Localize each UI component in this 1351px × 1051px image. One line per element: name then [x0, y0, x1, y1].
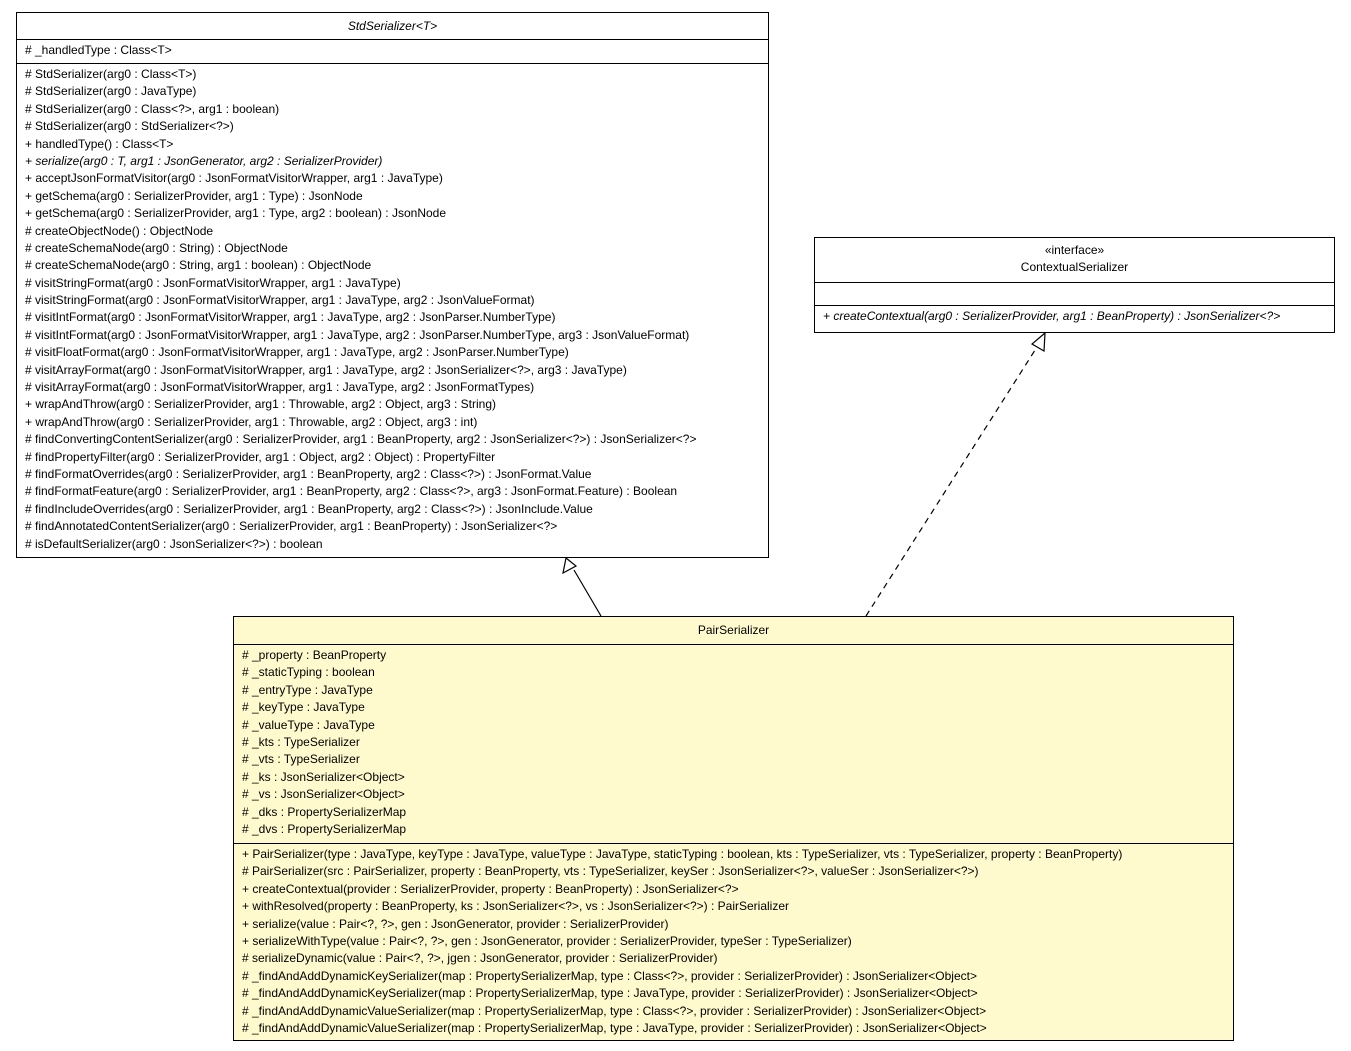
method-row: + handledType() : Class<T>	[25, 136, 174, 151]
field-row: # _ks : JsonSerializer<Object>	[242, 769, 405, 784]
method-row: # findFormatFeature(arg0 : SerializerPro…	[25, 484, 678, 499]
class-name: ContextualSerializer	[1020, 260, 1129, 274]
method-row: + acceptJsonFormatVisitor(arg0 : JsonFor…	[25, 171, 443, 186]
method-row: # createSchemaNode(arg0 : String, arg1 :…	[25, 258, 372, 273]
method-row: + getSchema(arg0 : SerializerProvider, a…	[25, 188, 363, 203]
stereotype-label: «interface»	[1044, 243, 1105, 257]
method-row: + wrapAndThrow(arg0 : SerializerProvider…	[25, 414, 478, 429]
method-row: # _findAndAddDynamicValueSerializer(map …	[242, 1003, 987, 1018]
generalization-edge	[573, 569, 602, 617]
method-row: + serializeWithType(value : Pair<?, ?>, …	[242, 933, 852, 948]
method-row: + createContextual(provider : Serializer…	[242, 881, 739, 896]
realization-edge	[865, 346, 1038, 617]
method-row: # StdSerializer(arg0 : StdSerializer<?>)	[25, 119, 234, 134]
method-row: # visitIntFormat(arg0 : JsonFormatVisito…	[25, 327, 690, 342]
fields-section: # _handledType : Class<T>	[17, 40, 768, 64]
method-row: + withResolved(property : BeanProperty, …	[242, 899, 790, 914]
method-row: + createContextual(arg0 : SerializerProv…	[823, 309, 1281, 323]
field-row: # _dks : PropertySerializerMap	[242, 804, 407, 819]
field-row: # _dvs : PropertySerializerMap	[242, 821, 407, 836]
method-row: # visitFloatFormat(arg0 : JsonFormatVisi…	[25, 345, 569, 360]
method-row: # _findAndAddDynamicKeySerializer(map : …	[242, 986, 978, 1001]
generalization-arrowhead	[562, 556, 578, 575]
field-row: # _property : BeanProperty	[242, 648, 387, 662]
method-row: + serialize(arg0 : T, arg1 : JsonGenerat…	[25, 153, 383, 168]
method-row: # findPropertyFilter(arg0 : SerializerPr…	[25, 449, 496, 464]
method-row: # findAnnotatedContentSerializer(arg0 : …	[25, 519, 558, 534]
method-row: # findFormatOverrides(arg0 : SerializerP…	[25, 466, 592, 481]
method-row: # visitArrayFormat(arg0 : JsonFormatVisi…	[25, 362, 627, 377]
realization-arrowhead	[1030, 331, 1046, 353]
method-row: # _findAndAddDynamicValueSerializer(map …	[242, 1020, 987, 1035]
methods-section: + PairSerializer(type : JavaType, keyTyp…	[234, 844, 1233, 1040]
fields-section: # _property : BeanProperty # _staticTypin…	[234, 645, 1233, 844]
method-row: # StdSerializer(arg0 : JavaType)	[25, 84, 197, 99]
method-row: # visitStringFormat(arg0 : JsonFormatVis…	[25, 293, 535, 308]
method-row: # _findAndAddDynamicKeySerializer(map : …	[242, 968, 977, 983]
method-row: # isDefaultSerializer(arg0 : JsonSeriali…	[25, 536, 323, 551]
std-serializer-class[interactable]: StdSerializer<T> # _handledType : Class<…	[16, 12, 769, 558]
method-row: + serialize(value : Pair<?, ?>, gen : Js…	[242, 916, 669, 931]
class-name: StdSerializer<T>	[17, 13, 768, 40]
field-row: # _vs : JsonSerializer<Object>	[242, 787, 405, 802]
method-row: # visitIntFormat(arg0 : JsonFormatVisito…	[25, 310, 556, 325]
method-row: # visitStringFormat(arg0 : JsonFormatVis…	[25, 275, 401, 290]
field-row: # _kts : TypeSerializer	[242, 734, 360, 749]
method-row: # createSchemaNode(arg0 : String) : Obje…	[25, 240, 288, 255]
method-row: + getSchema(arg0 : SerializerProvider, a…	[25, 206, 447, 221]
field-row: # _vts : TypeSerializer	[242, 752, 360, 767]
interface-header: «interface» ContextualSerializer	[815, 238, 1334, 283]
field-row: # _valueType : JavaType	[242, 717, 375, 732]
method-row: + PairSerializer(type : JavaType, keyTyp…	[242, 847, 1123, 861]
method-row: # findIncludeOverrides(arg0 : Serializer…	[25, 501, 593, 516]
pair-serializer-class[interactable]: PairSerializer # _property : BeanPropert…	[233, 616, 1234, 1041]
method-row: # StdSerializer(arg0 : Class<?>, arg1 : …	[25, 101, 280, 116]
method-row: # serializeDynamic(value : Pair<?, ?>, j…	[242, 951, 718, 966]
field-row: # _entryType : JavaType	[242, 682, 373, 697]
method-row: # visitArrayFormat(arg0 : JsonFormatVisi…	[25, 380, 535, 395]
field-row: # _staticTyping : boolean	[242, 665, 375, 680]
method-row: # findConvertingContentSerializer(arg0 :…	[25, 432, 697, 447]
field-row: # _keyType : JavaType	[242, 700, 365, 715]
method-row: # createObjectNode() : ObjectNode	[25, 223, 214, 238]
class-name: PairSerializer	[234, 617, 1233, 645]
fields-section	[815, 283, 1334, 306]
method-row: + wrapAndThrow(arg0 : SerializerProvider…	[25, 397, 496, 412]
field-row: # _handledType : Class<T>	[25, 43, 172, 57]
method-row: # StdSerializer(arg0 : Class<T>)	[25, 67, 197, 81]
methods-section: # StdSerializer(arg0 : Class<T>) # StdSer…	[17, 64, 768, 556]
contextual-serializer-interface[interactable]: «interface» ContextualSerializer + creat…	[814, 237, 1335, 333]
methods-section: + createContextual(arg0 : SerializerProv…	[815, 306, 1334, 328]
method-row: # PairSerializer(src : PairSerializer, p…	[242, 864, 979, 879]
